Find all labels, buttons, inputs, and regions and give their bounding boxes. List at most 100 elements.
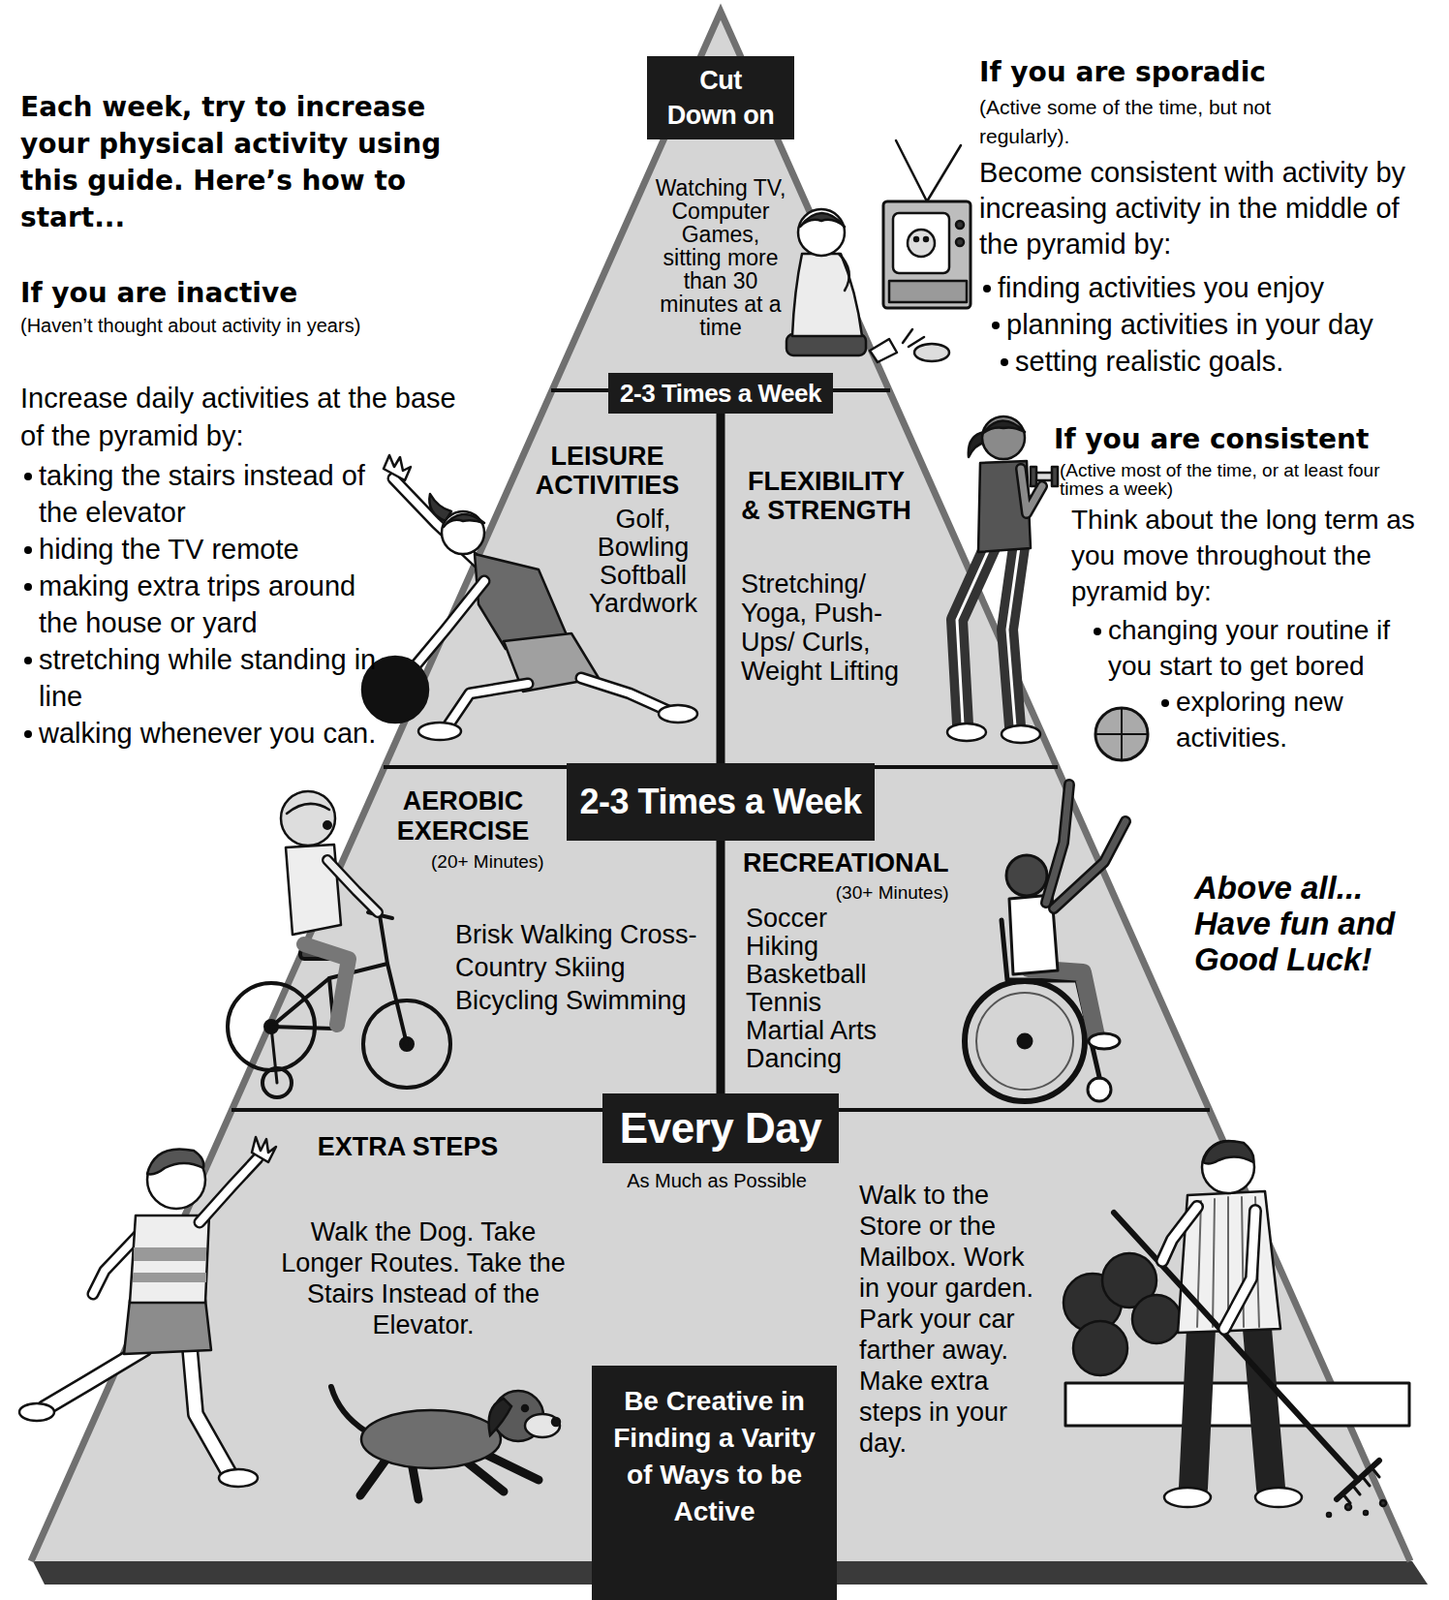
activity-list: Soccer Hiking Basketball Tennis Martial … xyxy=(745,904,892,1074)
running-child-figure xyxy=(19,1137,277,1487)
group-heading: If you are sporadic xyxy=(979,56,1266,90)
bowling-figure xyxy=(383,455,411,481)
bicycle-figure xyxy=(271,1026,278,1083)
category-heading: LEISURE ACTIVITIES xyxy=(515,441,700,500)
bowling-figure xyxy=(581,678,669,711)
wheelchair-basketball-figure xyxy=(1046,784,1070,903)
bowling-figure xyxy=(441,511,485,555)
group-note: (Active some of the time, but not regula… xyxy=(979,92,1357,152)
bowling-figure xyxy=(418,722,462,740)
running-child-figure xyxy=(44,1348,146,1409)
bullet-row: setting realistic goals. xyxy=(979,342,1440,380)
gardening-figure xyxy=(1073,1321,1128,1376)
bullet-text: taking the stairs instead of the elevato… xyxy=(38,457,381,531)
weights-figure xyxy=(982,420,1025,434)
creative-box: Be Creative in Finding a Varity of Ways … xyxy=(591,1365,837,1600)
pyramid-outline xyxy=(30,11,1411,1562)
weights-figure xyxy=(1007,547,1019,727)
bowling-figure xyxy=(443,514,485,527)
band-fill xyxy=(551,11,891,391)
duration-note: (30+ Minutes) xyxy=(835,881,950,904)
bullet-dot xyxy=(24,546,32,555)
bullet-dot xyxy=(991,321,1000,330)
band-divider xyxy=(551,388,891,393)
child-watching-tv xyxy=(895,140,927,202)
bullet-row: making extra trips around the house or y… xyxy=(20,567,381,642)
gardening-figure xyxy=(1255,1487,1302,1508)
running-child-figure xyxy=(251,1137,277,1163)
bullet-dot xyxy=(1161,699,1170,708)
child-watching-tv xyxy=(893,213,950,274)
bullet-dot xyxy=(983,284,991,293)
bullet-row: finding activities you enjoy xyxy=(979,269,1440,307)
bullet-dot xyxy=(24,656,32,665)
guide-heading: Each week, try to increase your physical… xyxy=(20,89,476,237)
advice-text: Increase daily activities at the base of… xyxy=(20,379,457,456)
bullet-text: planning activities in your day xyxy=(1006,306,1440,343)
bullet-dot xyxy=(24,472,32,481)
bullet-text: changing your routine if you start to ge… xyxy=(1108,612,1440,684)
gardening-figure xyxy=(1065,1383,1410,1426)
wheelchair-basketball-figure xyxy=(1006,855,1048,896)
gardening-figure xyxy=(1193,1328,1202,1488)
weights-figure xyxy=(956,547,990,725)
bullet-list: finding activities you enjoyplanning act… xyxy=(979,269,1440,380)
bowling-figure xyxy=(447,683,528,727)
running-child-figure xyxy=(199,1158,258,1223)
bullet-dot xyxy=(1000,358,1009,367)
gardening-figure xyxy=(1162,1206,1198,1262)
child-watching-tv xyxy=(914,237,919,242)
band-divider xyxy=(231,390,1210,1110)
gardening-figure xyxy=(1063,1140,1410,1517)
running-child-figure xyxy=(19,1403,55,1421)
advice-text: Become consistent with activity by incre… xyxy=(979,154,1420,263)
bullet-text: finding activities you enjoy xyxy=(997,269,1440,307)
wheelchair-basketball-figure xyxy=(964,981,1085,1102)
weights-figure xyxy=(956,547,990,725)
running-child-figure xyxy=(189,1348,229,1473)
dog-figure xyxy=(361,1410,501,1469)
bicycle-figure xyxy=(286,803,330,814)
bullet-text: exploring new activities. xyxy=(1175,683,1440,756)
category-heading: FLEXIBILITY & STRENGTH xyxy=(739,466,914,525)
running-child-figure xyxy=(129,1215,210,1303)
category-heading: EXTRA STEPS xyxy=(317,1131,499,1163)
wheelchair-basketball-figure xyxy=(976,992,1074,1090)
gardening-figure xyxy=(1345,1504,1352,1511)
bullet-dot xyxy=(1093,627,1102,636)
duration-note: (20+ Minutes) xyxy=(431,850,545,873)
frequency-label: 2-3 Times a Week xyxy=(566,763,876,841)
bullet-row: changing your routine if you start to ge… xyxy=(1088,612,1440,684)
weights-figure xyxy=(1030,466,1037,487)
child-watching-tv xyxy=(889,280,967,303)
closing-note: Above all... Have fun and Good Luck! xyxy=(1194,869,1422,978)
bullet-text: walking whenever you can. xyxy=(38,714,381,752)
gardening-figure xyxy=(1202,1140,1255,1194)
child-watching-tv xyxy=(955,238,964,247)
running-child-figure xyxy=(218,1469,258,1487)
running-child-figure xyxy=(133,1247,207,1262)
wheelchair-basketball-figure xyxy=(1095,708,1148,761)
bullet-text: hiding the TV remote xyxy=(38,530,381,568)
gardening-figure xyxy=(1342,1467,1380,1504)
wheelchair-basketball-figure xyxy=(1088,1033,1120,1049)
child-watching-tv xyxy=(800,213,845,227)
bicycle-figure xyxy=(327,860,378,913)
bullet-dot xyxy=(24,583,32,591)
bullet-list: taking the stairs instead of the elevato… xyxy=(20,457,381,752)
bicycle-figure xyxy=(324,822,331,829)
pyramid-outline xyxy=(30,11,1411,1562)
gardening-figure xyxy=(1224,1210,1256,1329)
bullet-row: planning activities in your day xyxy=(979,306,1440,343)
gardening-figure xyxy=(1224,1210,1256,1329)
bowling-figure xyxy=(416,581,485,665)
gardening-figure xyxy=(1113,1212,1358,1480)
group-note: (Active most of the time, or at least fo… xyxy=(1059,461,1389,498)
bowling-figure xyxy=(362,455,698,740)
bicycle-figure xyxy=(271,978,335,1029)
band-divider xyxy=(231,1108,1210,1112)
running-child-figure xyxy=(147,1148,204,1174)
child-watching-tv xyxy=(869,339,897,363)
bullet-text: making extra trips around the house or y… xyxy=(38,567,381,642)
